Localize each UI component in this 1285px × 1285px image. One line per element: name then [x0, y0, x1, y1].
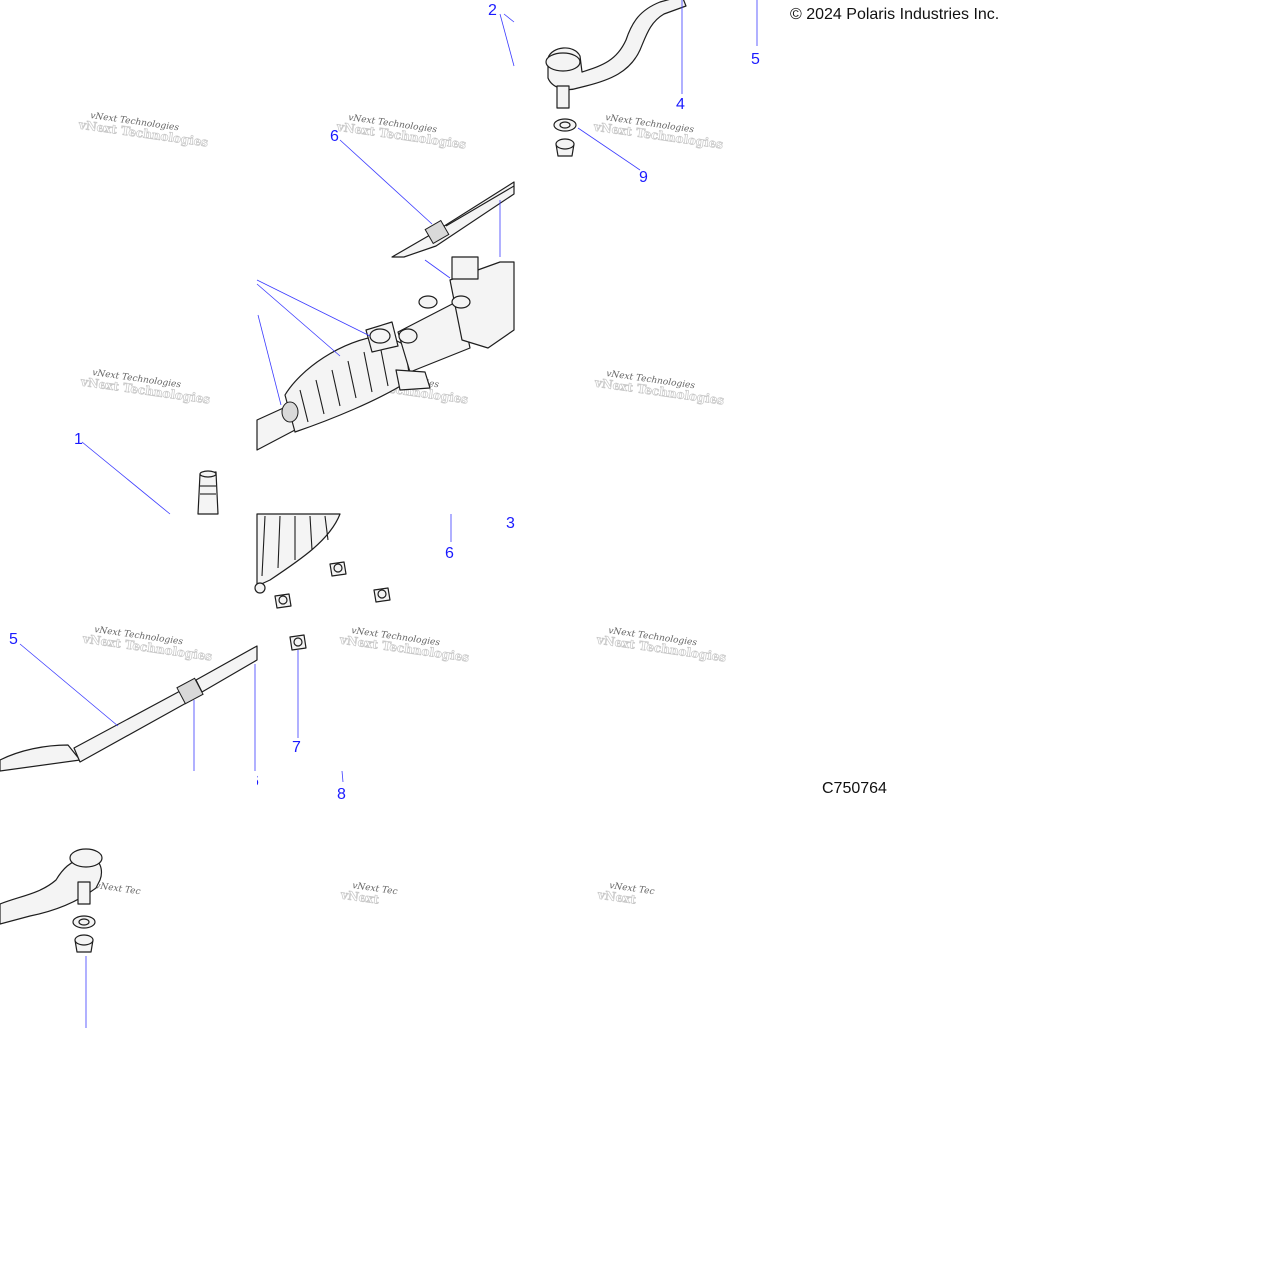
callouts: 2 5 4 6 9 1 3 6 5 7 8 6: [9, 2, 760, 803]
steering-rack-housing: [256, 256, 515, 451]
callout-6: 6: [330, 128, 339, 145]
watermark: vNext Technologies vNext Technologies: [595, 626, 728, 665]
svg-text:vNext: vNext: [339, 887, 380, 906]
callout-8: 8: [337, 786, 346, 803]
callout-6: 6: [445, 545, 454, 562]
svg-text:vNext Tec: vNext Tec: [95, 881, 141, 897]
tie-rod-end-upper: [545, 0, 687, 157]
tie-rod-end-lower: [0, 848, 103, 1028]
watermark: vNext Technologies vNext Technologies: [77, 111, 210, 150]
copyright-notice: © 2024 Polaris Industries Inc.: [790, 6, 1000, 23]
callout-4: 4: [676, 96, 685, 113]
callout-2: 2: [488, 2, 497, 19]
tie-rod-lower: [0, 643, 258, 772]
callout-6-clipped: 6: [250, 773, 259, 790]
watermark: vNext Technologies vNext Technologies: [338, 626, 471, 665]
pinion-shaft: [81, 441, 219, 515]
watermark: vNext Technologies vNext Technologies: [79, 368, 212, 407]
watermark: vNext Technologies vNext Technologies: [335, 113, 468, 152]
callout-1: 1: [74, 431, 83, 448]
callout-7: 7: [292, 739, 301, 756]
watermark-clipped: vNext vNext Tec: [596, 881, 655, 907]
callout-3: 3: [506, 515, 515, 532]
figure-id: C750764: [822, 780, 887, 797]
watermark: vNext Technologies vNext Technologies: [81, 625, 214, 664]
watermark: vNext Technologies vNext Technologies: [593, 369, 726, 408]
callout-5: 5: [751, 51, 760, 68]
tie-rod-upper: [391, 181, 515, 258]
leader-lines: [339, 0, 758, 225]
watermark: vNext Technologies vNext Technologies: [592, 113, 725, 152]
watermark-clipped: vNext Tec: [95, 881, 141, 897]
svg-text:vNext: vNext: [596, 887, 637, 906]
watermark-clipped: vNext vNext Tec: [339, 881, 398, 907]
callout-5: 5: [9, 631, 18, 648]
callout-9: 9: [639, 169, 648, 186]
boot-and-nuts: [254, 513, 452, 783]
